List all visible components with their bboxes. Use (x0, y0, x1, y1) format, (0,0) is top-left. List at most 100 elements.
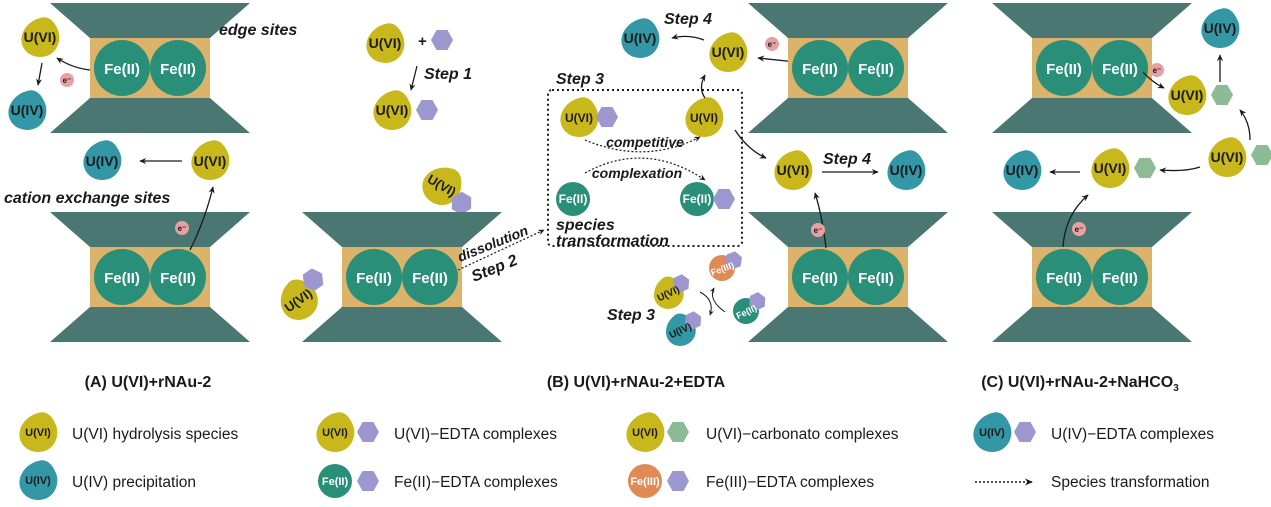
svg-text:U(VI)−carbonato complexes: U(VI)−carbonato complexes (706, 426, 899, 443)
panel-c: Fe(II) Fe(II) U(IV) U(VI) e⁻ U(VI) U(VI) (981, 3, 1271, 394)
svg-text:U(IV): U(IV) (86, 153, 119, 169)
cation-exchange-sites-label: cation exchange sites (4, 190, 170, 207)
svg-text:Fe(II): Fe(II) (683, 192, 712, 206)
uvi-edta-complex: U(VI) (560, 97, 618, 137)
svg-text:U(IV) precipitation: U(IV) precipitation (72, 474, 196, 491)
arrow (1159, 166, 1201, 174)
svg-text:U(IV): U(IV) (11, 102, 44, 118)
arrow (409, 65, 418, 91)
legend-item-uiv-edta: U(IV) U(IV)−EDTA complexes (973, 412, 1214, 452)
svg-text:U(IV): U(IV) (1006, 162, 1039, 178)
fe2-edta-complex: Fe(II) (733, 290, 769, 324)
complexation-label: complexation (592, 165, 682, 181)
svg-text:Fe(II): Fe(II) (802, 270, 838, 287)
svg-text:e⁻: e⁻ (814, 226, 823, 235)
electron-icon: e⁻ (60, 73, 74, 87)
reduction-arrow (56, 57, 91, 71)
svg-text:U(VI)−EDTA complexes: U(VI)−EDTA complexes (394, 426, 557, 443)
uiv-edta-complex: U(IV) (659, 309, 705, 351)
svg-text:Fe(II): Fe(II) (322, 476, 349, 488)
step4-label: Step 4 (664, 11, 712, 28)
legend-item-uvi-hydrolysis: U(VI) U(VI) hydrolysis species (19, 412, 238, 452)
svg-text:U(VI): U(VI) (369, 35, 402, 51)
fe2-label: Fe(II) (104, 61, 140, 78)
svg-text:e⁻: e⁻ (768, 40, 777, 49)
svg-text:U(VI): U(VI) (194, 153, 227, 169)
svg-text:Fe(II): Fe(II) (160, 270, 196, 287)
panel-a: Fe(II) Fe(II) edge sites U(VI) U(IV) e⁻ … (4, 3, 297, 391)
svg-text:U(VI): U(VI) (322, 427, 348, 439)
edge-sites-label: edge sites (219, 22, 297, 39)
clay-unit-b-top: Fe(II) Fe(II) (748, 3, 948, 133)
svg-text:Fe(II): Fe(II) (802, 61, 838, 78)
panel-c-caption: (C) U(VI)+rNAu-2+NaHCO3 (981, 374, 1179, 394)
legend-item-uvi-edta: U(VI) U(VI)−EDTA complexes (316, 412, 557, 452)
arrow (1239, 109, 1251, 141)
competitive-label: competitive (606, 134, 684, 150)
clay-unit-a-top: Fe(II) Fe(II) (50, 3, 250, 133)
clay-unit-b-bottom: Fe(II) Fe(II) (748, 212, 948, 342)
svg-text:U(IV)−EDTA complexes: U(IV)−EDTA complexes (1051, 426, 1214, 443)
svg-text:U(IV): U(IV) (1204, 20, 1237, 36)
svg-text:U(VI): U(VI) (1094, 160, 1127, 176)
legend-item-uiv-precip: U(IV) U(IV) precipitation (19, 460, 196, 500)
species-transformation-box (547, 89, 743, 247)
uiv-species: U(IV) (1003, 150, 1042, 190)
svg-text:U(VI): U(VI) (24, 29, 57, 45)
clay-unit-a-bottom: Fe(II) Fe(II) (50, 212, 250, 342)
uvi-carbonato-complex: U(VI) (1091, 148, 1156, 188)
clay-unit-b-left: Fe(II) Fe(II) (302, 212, 502, 342)
uvi-carbonato-complex: U(VI) (1168, 75, 1233, 115)
uvi-carbonato-complex: U(VI) (1208, 137, 1271, 177)
svg-text:Fe(II)−EDTA complexes: Fe(II)−EDTA complexes (394, 474, 558, 491)
svg-text:U(IV): U(IV) (979, 427, 1005, 439)
uiv-species: U(IV) (1201, 8, 1240, 48)
svg-text:e⁻: e⁻ (178, 224, 187, 233)
electron-icon: e⁻ (765, 37, 779, 51)
step4-label: Step 4 (823, 151, 871, 168)
svg-text:Fe(III): Fe(III) (630, 476, 660, 488)
uvi-species: U(VI) (709, 32, 748, 72)
electron-transfer-arrow (1062, 194, 1089, 248)
svg-text:Fe(III)−EDTA complexes: Fe(III)−EDTA complexes (706, 474, 874, 491)
transformation-arrow (584, 136, 701, 153)
uvi-species: U(VI) (685, 97, 724, 137)
svg-text:U(VI): U(VI) (25, 427, 51, 439)
electron-transfer-arrow (813, 192, 827, 249)
arrow (709, 287, 726, 313)
svg-text:Fe(II): Fe(II) (1046, 270, 1082, 287)
fe2-species: Fe(II) (556, 182, 590, 216)
legend: U(VI) U(VI) hydrolysis species U(VI) U(V… (19, 412, 1214, 500)
step1-label: Step 1 (424, 66, 472, 83)
uvi-edta-complex: U(VI) (271, 265, 328, 327)
svg-text:Fe(II): Fe(II) (412, 270, 448, 287)
svg-text:Fe(II): Fe(II) (104, 270, 140, 287)
svg-text:U(VI): U(VI) (376, 102, 409, 118)
svg-text:Fe(II): Fe(II) (1102, 61, 1138, 78)
transformation-label: transformation (556, 233, 669, 250)
electron-icon: e⁻ (175, 221, 189, 235)
panel-b-caption: (B) U(VI)+rNAu-2+EDTA (547, 374, 726, 391)
svg-text:Fe(II): Fe(II) (858, 270, 894, 287)
arrow (671, 33, 705, 41)
uvi-species: U(VI) (366, 23, 405, 63)
svg-text:U(VI): U(VI) (1171, 87, 1204, 103)
clay-unit-c-bottom: Fe(II) Fe(II) (992, 212, 1192, 342)
uvi-species: U(VI) (21, 17, 60, 57)
step3-label: Step 3 (607, 307, 655, 324)
uiv-species: U(IV) (8, 90, 47, 130)
plus-sign: + (418, 33, 427, 50)
svg-text:U(VI): U(VI) (777, 162, 810, 178)
svg-text:Fe(II): Fe(II) (1102, 270, 1138, 287)
uiv-species: U(IV) (83, 140, 122, 180)
svg-text:Fe(II): Fe(II) (356, 270, 392, 287)
svg-text:U(VI) hydrolysis species: U(VI) hydrolysis species (72, 426, 238, 443)
arrow (699, 291, 714, 316)
electron-transfer-arrow (189, 186, 215, 251)
uiv-species: U(IV) (887, 150, 926, 190)
electron-icon: e⁻ (811, 223, 825, 237)
svg-text:U(VI): U(VI) (565, 111, 593, 125)
uvi-edta-complex: U(VI) (373, 90, 438, 130)
fe2-label: Fe(II) (160, 61, 196, 78)
uiv-species: U(IV) (621, 18, 660, 58)
